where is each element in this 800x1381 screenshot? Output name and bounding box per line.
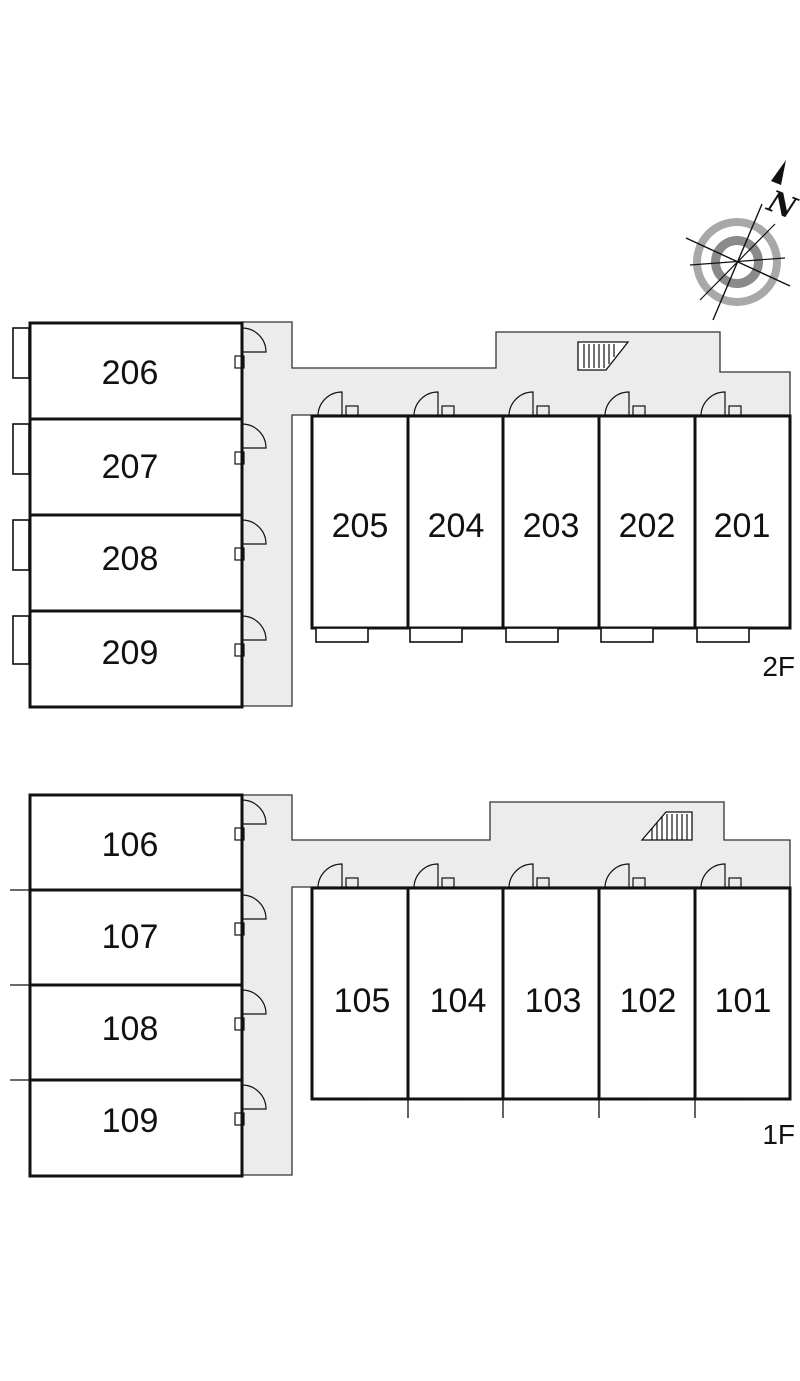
compass-north-label: N — [762, 184, 800, 228]
room-205[interactable]: 205 — [310, 391, 410, 643]
room-label: 207 — [102, 448, 159, 486]
room-108[interactable]: 108 — [10, 983, 267, 1082]
north-compass-icon: N — [685, 160, 800, 321]
room-201[interactable]: 201 — [693, 391, 792, 643]
room-103[interactable]: 103 — [501, 863, 601, 1118]
room-102[interactable]: 102 — [597, 863, 697, 1118]
room-label: 102 — [620, 982, 677, 1020]
staircase-icon — [577, 341, 630, 371]
floor-label-1f: 1F — [762, 1119, 795, 1150]
room-209[interactable]: 209 — [12, 609, 267, 709]
room-206[interactable]: 206 — [12, 321, 267, 421]
floor-label-2f: 2F — [762, 651, 795, 682]
floor-2f: 206 207 208 209 20 — [12, 321, 795, 709]
room-204[interactable]: 204 — [406, 391, 505, 643]
room-label: 209 — [102, 634, 159, 672]
room-203[interactable]: 203 — [501, 391, 601, 643]
room-104[interactable]: 104 — [406, 863, 505, 1118]
room-label: 108 — [102, 1010, 159, 1048]
room-label: 201 — [714, 507, 771, 545]
room-208[interactable]: 208 — [12, 513, 267, 613]
room-label: 206 — [102, 354, 159, 392]
staircase-icon — [640, 811, 693, 841]
room-label: 204 — [428, 507, 485, 545]
room-106[interactable]: 106 — [28, 793, 267, 892]
room-label: 107 — [102, 918, 159, 956]
room-label: 101 — [715, 982, 772, 1020]
room-label: 106 — [102, 826, 159, 864]
room-label: 202 — [619, 507, 676, 545]
room-label: 205 — [332, 507, 389, 545]
room-109[interactable]: 109 — [10, 1078, 267, 1178]
room-105[interactable]: 105 — [310, 863, 410, 1101]
room-label: 109 — [102, 1102, 159, 1140]
room-101[interactable]: 101 — [693, 863, 792, 1118]
room-label: 104 — [430, 982, 487, 1020]
room-label: 208 — [102, 540, 159, 578]
room-107[interactable]: 107 — [10, 888, 267, 987]
room-207[interactable]: 207 — [12, 417, 267, 517]
room-202[interactable]: 202 — [597, 391, 697, 643]
room-label: 105 — [334, 982, 391, 1020]
room-label: 203 — [523, 507, 580, 545]
floor-1f: 106 107 108 109 10 — [10, 793, 795, 1178]
room-label: 103 — [525, 982, 582, 1020]
